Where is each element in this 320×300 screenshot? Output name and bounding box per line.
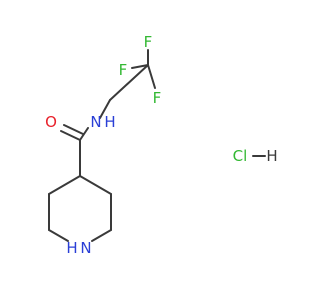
atom-n-amide: N [90, 113, 101, 131]
bond-cf3-f-left [131, 64, 149, 69]
atom-n-ring: N [80, 239, 91, 257]
bond-cf3-f-right [147, 64, 156, 89]
atom-h-ring: H [66, 239, 77, 257]
atom-h-amide: H [104, 113, 115, 131]
atom-h-salt: H [266, 147, 277, 165]
atom-o-carbonyl: O [45, 113, 57, 131]
bond-cf3-ch2 [109, 64, 149, 101]
bond-ring-n-c6 [48, 229, 69, 242]
bond-ring-c5-c4 [48, 175, 81, 195]
bond-ring-c2-n [91, 229, 112, 242]
atom-f-left: F [119, 61, 128, 79]
bond-carbonyl-o-1 [60, 130, 81, 141]
atom-cl-salt: Cl [233, 147, 248, 165]
atom-labels: F F F O N H H N [45, 33, 161, 257]
bond-layer [48, 49, 156, 242]
bond-carbonyl-o-2 [63, 124, 84, 135]
bond-ch2-n [99, 99, 111, 119]
atom-f-top: F [144, 33, 153, 51]
bond-ring-c4-c3 [79, 175, 112, 195]
atom-f-right: F [153, 89, 162, 107]
molecule-structure-diagram: F F F O N H H N Cl H [45, 33, 278, 257]
hcl-salt: Cl H [233, 147, 278, 165]
